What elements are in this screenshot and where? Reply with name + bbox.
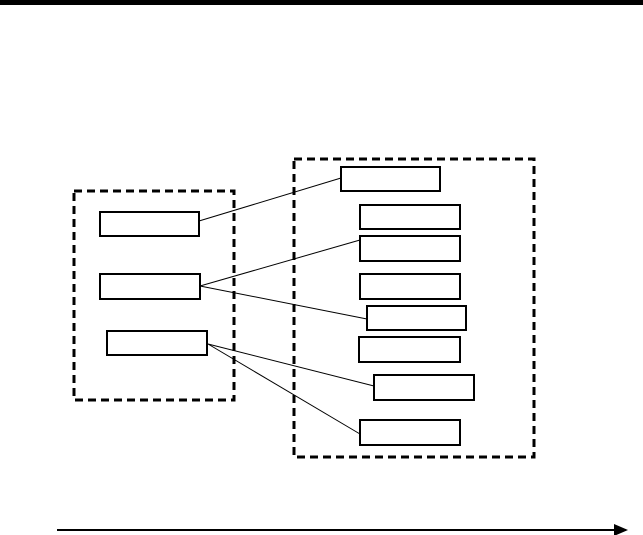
right-box-4 xyxy=(359,273,461,300)
right-group-border xyxy=(292,157,536,459)
right-box-2 xyxy=(359,204,461,230)
connector-left3-right8 xyxy=(207,343,361,435)
top-rule xyxy=(0,0,643,5)
right-box-6 xyxy=(358,336,461,363)
left-box-3 xyxy=(106,330,208,356)
connector-left3-right7 xyxy=(207,343,375,387)
connectors xyxy=(198,177,375,435)
right-box-3 xyxy=(359,235,461,262)
left-group-border xyxy=(72,189,236,402)
right-box-5 xyxy=(366,305,467,331)
right-box-7 xyxy=(373,374,475,401)
connector-left2-right3 xyxy=(199,239,361,287)
connector-left1-right1 xyxy=(198,177,342,222)
connector-left2-right5 xyxy=(199,285,368,320)
left-box-2 xyxy=(99,273,201,300)
right-box-1 xyxy=(340,166,441,192)
left-box-1 xyxy=(99,211,200,237)
right-box-8 xyxy=(359,419,461,446)
